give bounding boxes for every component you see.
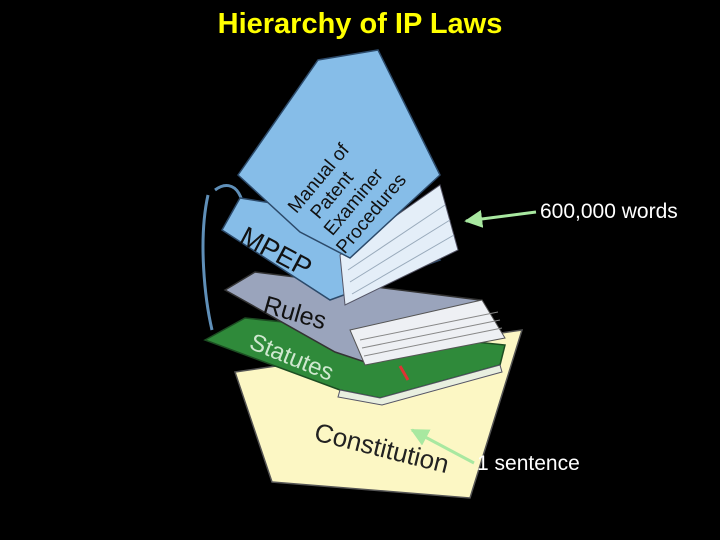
callout-top-label: 600,000 words: [540, 200, 678, 223]
page-title: Hierarchy of IP Laws: [217, 8, 503, 40]
callout-top-arrow: [464, 210, 537, 228]
callout-bottom-arrow: [410, 428, 475, 465]
mpep-book: Manual of Patent Examiner Procedures MPE…: [201, 49, 459, 331]
callout-bottom-label: 1 sentence: [477, 452, 580, 475]
